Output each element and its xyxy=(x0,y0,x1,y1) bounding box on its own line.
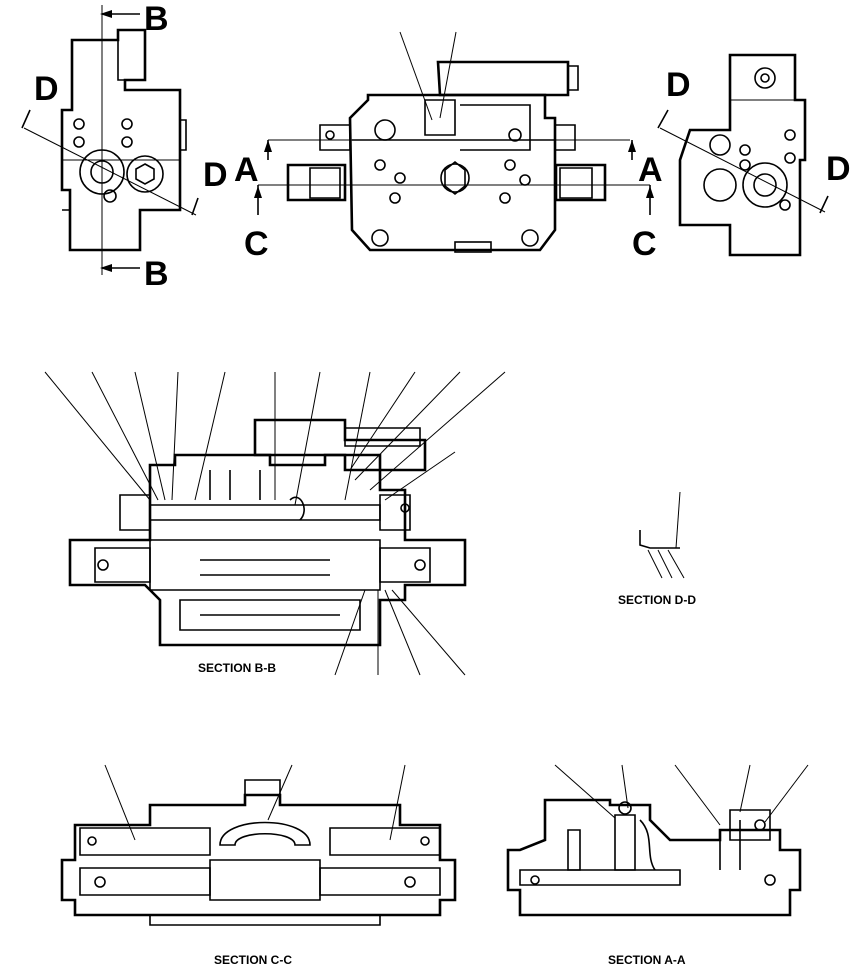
caption-section-bb: SECTION B-B xyxy=(198,661,276,675)
caption-section-aa: SECTION A-A xyxy=(608,953,686,965)
section-dd-drawing xyxy=(639,491,685,579)
right-side-view xyxy=(657,53,829,257)
section-aa-drawing xyxy=(506,764,809,917)
section-bb-drawing xyxy=(44,371,506,676)
section-mark-b-bottom: B xyxy=(144,255,169,293)
section-mark-a-right: A xyxy=(638,151,663,189)
section-mark-c-right: C xyxy=(632,225,657,263)
section-mark-a-left: A xyxy=(234,151,259,189)
caption-section-cc: SECTION C-C xyxy=(214,953,292,965)
section-mark-b-top: B xyxy=(144,0,169,38)
front-view xyxy=(254,31,654,253)
section-mark-d-left-right: D xyxy=(203,156,228,194)
section-cc-drawing xyxy=(60,764,457,926)
section-mark-d-right-right: D xyxy=(826,150,851,188)
section-mark-d-left-top: D xyxy=(34,70,59,108)
caption-section-dd: SECTION D-D xyxy=(618,593,696,607)
section-mark-c-left: C xyxy=(244,225,269,263)
section-mark-d-right-top: D xyxy=(666,66,691,104)
left-side-view xyxy=(21,5,199,275)
